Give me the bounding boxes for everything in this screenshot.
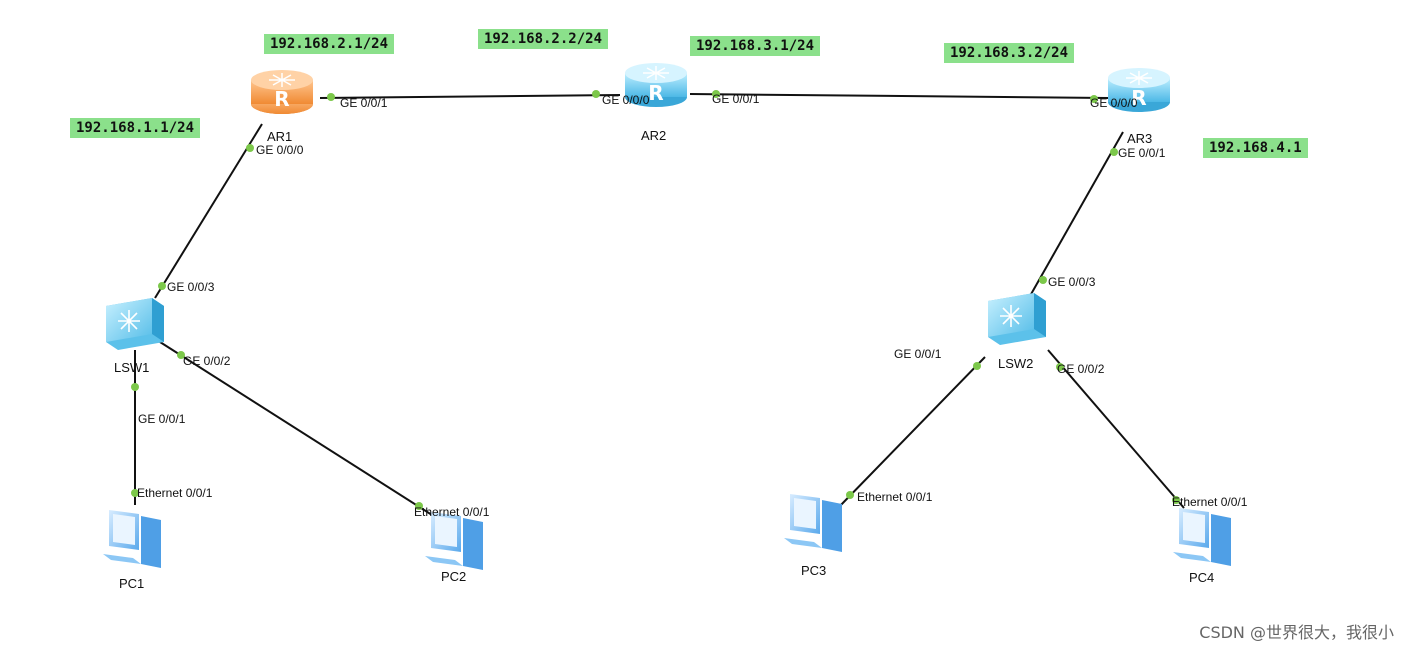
watermark: CSDN @世界很大，我很小 xyxy=(1199,623,1394,642)
port-dot-pc3-eth xyxy=(846,491,854,499)
pc-icon[interactable] xyxy=(103,510,161,568)
pc-icon[interactable] xyxy=(784,494,842,552)
port-label-pc2-eth: Ethernet 0/0/1 xyxy=(414,505,490,519)
link-ar2-ar3[interactable] xyxy=(689,93,1109,99)
link-ar3-lsw2[interactable] xyxy=(1029,131,1124,297)
port-label-pc4-eth: Ethernet 0/0/1 xyxy=(1172,495,1248,509)
links xyxy=(134,93,1185,516)
port-label-lsw2-g003: GE 0/0/3 xyxy=(1048,275,1096,289)
ip-label-ar3-g001: 192.168.4.1 xyxy=(1203,138,1308,158)
pc-icon[interactable] xyxy=(425,512,483,570)
device-label-pc1: PC1 xyxy=(119,576,145,591)
port-label-lsw2-g002: GE 0/0/2 xyxy=(1057,362,1105,376)
link-ar1-lsw1[interactable] xyxy=(154,123,263,299)
device-label-lsw2: LSW2 xyxy=(998,356,1034,371)
port-label-lsw2-g001: GE 0/0/1 xyxy=(894,347,942,361)
ip-label-ar1-g000: 192.168.1.1/24 xyxy=(70,118,201,138)
port-label-lsw1-g002: GE 0/0/2 xyxy=(183,354,231,368)
ip-label-ar2-g001: 192.168.3.1/24 xyxy=(690,36,821,56)
port-dot-lsw1-g002 xyxy=(177,351,185,359)
router-orange-icon[interactable]: R xyxy=(251,70,313,114)
switch-icon[interactable] xyxy=(988,293,1046,345)
port-label-ar1-g000: GE 0/0/0 xyxy=(256,143,304,157)
port-dot-ar1-g000 xyxy=(246,144,254,152)
port-label-ar1-g001: GE 0/0/1 xyxy=(340,96,388,110)
port-label-ar2-g001: GE 0/0/1 xyxy=(712,92,760,106)
device-label-ar1: AR1 xyxy=(267,129,293,144)
port-dot-lsw1-g003 xyxy=(158,282,166,290)
device-label-lsw1: LSW1 xyxy=(114,360,150,375)
router-blue-icon[interactable]: R xyxy=(1108,68,1170,112)
link-ar1-ar2[interactable] xyxy=(319,94,621,99)
switch-icon[interactable] xyxy=(106,298,164,350)
port-label-pc1-eth: Ethernet 0/0/1 xyxy=(137,486,213,500)
ip-label-ar1-g001: 192.168.2.1/24 xyxy=(264,34,395,54)
port-dot-pc2-eth xyxy=(415,502,423,510)
port-dot-pc1-eth xyxy=(131,489,139,497)
port-dot-lsw2-g001 xyxy=(973,362,981,370)
svg-text:R: R xyxy=(274,87,289,111)
svg-text:R: R xyxy=(1131,86,1146,110)
device-label-pc3: PC3 xyxy=(801,563,827,578)
device-label-pc2: PC2 xyxy=(441,569,467,584)
link-lsw2-pc4[interactable] xyxy=(1047,349,1185,509)
port-dot-ar3-g000 xyxy=(1090,95,1098,103)
link-lsw1-pc2[interactable] xyxy=(159,341,433,516)
port-dot-ar3-g001 xyxy=(1110,148,1118,156)
port-dot-ar2-g001 xyxy=(712,90,720,98)
port-label-lsw1-g003: GE 0/0/3 xyxy=(167,280,215,294)
port-dot-lsw2-g003 xyxy=(1039,276,1047,284)
port-dot-lsw1-g001 xyxy=(131,383,139,391)
port-label-ar3-g000: GE 0/0/0 xyxy=(1090,96,1138,110)
device-label-ar3: AR3 xyxy=(1127,131,1153,146)
link-lsw2-pc3[interactable] xyxy=(837,356,986,509)
port-dot-pc4-eth xyxy=(1172,496,1180,504)
ip-label-ar2-g000: 192.168.2.2/24 xyxy=(478,29,609,49)
router-blue-icon[interactable]: R xyxy=(625,63,687,107)
port-dot-ar1-g001 xyxy=(327,93,335,101)
port-label-ar2-g000: GE 0/0/0 xyxy=(602,93,650,107)
svg-text:R: R xyxy=(648,81,663,105)
pc-icon[interactable] xyxy=(1173,508,1231,566)
port-dots xyxy=(131,90,1180,510)
device-label-pc4: PC4 xyxy=(1189,570,1215,585)
port-dot-ar2-g000 xyxy=(592,90,600,98)
port-label-pc3-eth: Ethernet 0/0/1 xyxy=(857,490,933,504)
port-dot-lsw2-g002 xyxy=(1056,363,1064,371)
ip-label-ar3-g000: 192.168.3.2/24 xyxy=(944,43,1075,63)
device-label-ar2: AR2 xyxy=(641,128,667,143)
port-label-lsw1-g001: GE 0/0/1 xyxy=(138,412,186,426)
port-label-ar3-g001: GE 0/0/1 xyxy=(1118,146,1166,160)
